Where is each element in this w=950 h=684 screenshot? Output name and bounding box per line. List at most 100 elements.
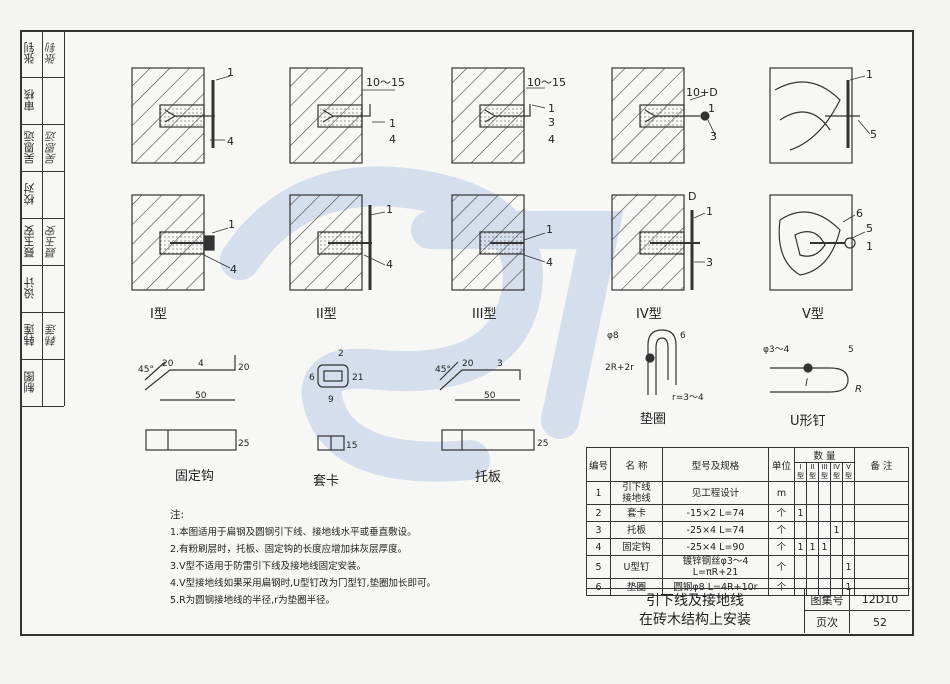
- note-item: 4.V型接地线如果采用扁钢时,U型钉改为冂型钉,垫圈加长即可。: [170, 578, 437, 589]
- dim-label: 2R+2r: [605, 363, 634, 373]
- cell-note: [854, 481, 909, 505]
- part-caption: 垫圈: [640, 412, 667, 427]
- mark-label: 1: [386, 203, 393, 216]
- mark-label: 6: [680, 331, 686, 341]
- dim-label: 9: [328, 395, 334, 405]
- cell-model: 镀锌钢丝φ3～4 L=πR+21: [662, 555, 769, 579]
- cell-qty: [842, 521, 855, 539]
- page-label: 页次: [805, 611, 850, 633]
- cell-unit: 个: [768, 538, 795, 556]
- dim-label: 25: [238, 439, 249, 449]
- mark-label: 1: [546, 223, 553, 236]
- cell-unit: 个: [768, 555, 795, 579]
- cell-name: 固定钩: [610, 538, 663, 556]
- part-caption: 固定钩: [175, 469, 215, 484]
- signature-cell: 制图: [20, 359, 64, 407]
- cell-qty: [842, 481, 855, 505]
- dim-label: 21: [352, 373, 363, 383]
- cell-name: 托板: [610, 521, 663, 539]
- cell-qty: 1: [794, 504, 807, 522]
- type-caption: I型: [150, 307, 167, 322]
- header-note: 备 注: [854, 447, 909, 482]
- dim-label: r=3～4: [672, 393, 704, 403]
- qty-type-header: IV型: [830, 462, 843, 482]
- cell-note: [854, 555, 909, 579]
- cell-no: 1: [586, 481, 611, 505]
- qty-type-header: II型: [806, 462, 819, 482]
- cell-model: -25×4 L=90: [662, 538, 769, 556]
- mark-label: 5: [870, 128, 877, 141]
- notes: 注: 1.本图适用于扁钢及圆钢引下线、接地线水平或垂直敷设。2.有粉刷层时，托板…: [170, 507, 436, 609]
- mark-label: 1: [866, 240, 873, 253]
- dim-label: 10～15: [527, 76, 566, 89]
- title-block: 引下线及接地线 在砖木结构上安装 图集号 12D10 页次 52: [586, 588, 910, 633]
- cell-note: [854, 578, 909, 596]
- cell-name: 引下线 接地线: [610, 481, 663, 505]
- signature-cell: 吴恩远吴恩远: [20, 124, 64, 172]
- cell-name: U型钉: [610, 555, 663, 579]
- cell-qty: [818, 481, 831, 505]
- dim-label: l: [805, 378, 808, 389]
- part-caption: 套卡: [313, 474, 340, 489]
- drawing-title: 引下线及接地线 在砖木结构上安装: [586, 589, 805, 633]
- page-number: 52: [873, 615, 887, 629]
- cell-qty: [818, 555, 831, 579]
- cell-qty: [842, 504, 855, 522]
- mark-label: 1: [866, 68, 873, 81]
- dim-label: 10～15: [366, 76, 405, 89]
- atlas-label: 图集号: [805, 589, 850, 611]
- mark-label: 1: [708, 102, 715, 115]
- cell-qty: [830, 504, 843, 522]
- cell-qty: [794, 521, 807, 539]
- cell-unit: 个: [768, 521, 795, 539]
- signature-cell: 张钊张钊: [20, 30, 64, 78]
- signature-cell: 聂玉安聂玉安: [20, 218, 64, 266]
- part-details: [144, 329, 849, 451]
- cell-qty: 1: [842, 555, 855, 579]
- cell-unit: 个: [768, 504, 795, 522]
- cell-no: 2: [586, 504, 611, 522]
- atlas-number: 12D10: [850, 589, 910, 611]
- type-caption: III型: [472, 307, 497, 322]
- cell-qty: [806, 521, 819, 539]
- dim-label: 20: [162, 359, 174, 369]
- mark-label: 6: [856, 207, 863, 220]
- cell-qty: [794, 481, 807, 505]
- cell-name: 套卡: [610, 504, 663, 522]
- cell-model: -15×2 L=74: [662, 504, 769, 522]
- mark-label: 4: [386, 258, 393, 271]
- cell-qty: 1: [806, 538, 819, 556]
- dim-label: 45°: [138, 365, 154, 375]
- dim-label: 45°: [435, 365, 451, 375]
- signature-cell: 设计: [20, 265, 64, 313]
- qty-type-header: III型: [818, 462, 831, 482]
- dim-label: 50: [484, 391, 496, 401]
- type-caption: IV型: [636, 307, 662, 322]
- cell-unit: m: [768, 481, 795, 505]
- dim-label: 15: [346, 441, 357, 451]
- cell-note: [854, 504, 909, 522]
- cell-qty: [818, 504, 831, 522]
- header-no: 编号: [586, 447, 611, 482]
- cell-qty: [794, 555, 807, 579]
- cell-qty: 1: [794, 538, 807, 556]
- dim-label: 20: [238, 363, 250, 373]
- cell-note: [854, 521, 909, 539]
- mark-label: 1: [227, 66, 234, 79]
- cell-model: 见工程设计: [662, 481, 769, 505]
- signature-cell: 韩莲韩莲: [20, 312, 64, 360]
- cell-model: -25×4 L=74: [662, 521, 769, 539]
- notes-title: 注:: [170, 509, 185, 521]
- dim-label: 50: [195, 391, 207, 401]
- mark-label: 5: [848, 345, 854, 355]
- cell-qty: [818, 521, 831, 539]
- dim-label: 6: [309, 373, 315, 383]
- header-qty: 数 量: [794, 447, 855, 463]
- note-item: 3.V型不适用于防雷引下线及接地线固定安装。: [170, 561, 367, 572]
